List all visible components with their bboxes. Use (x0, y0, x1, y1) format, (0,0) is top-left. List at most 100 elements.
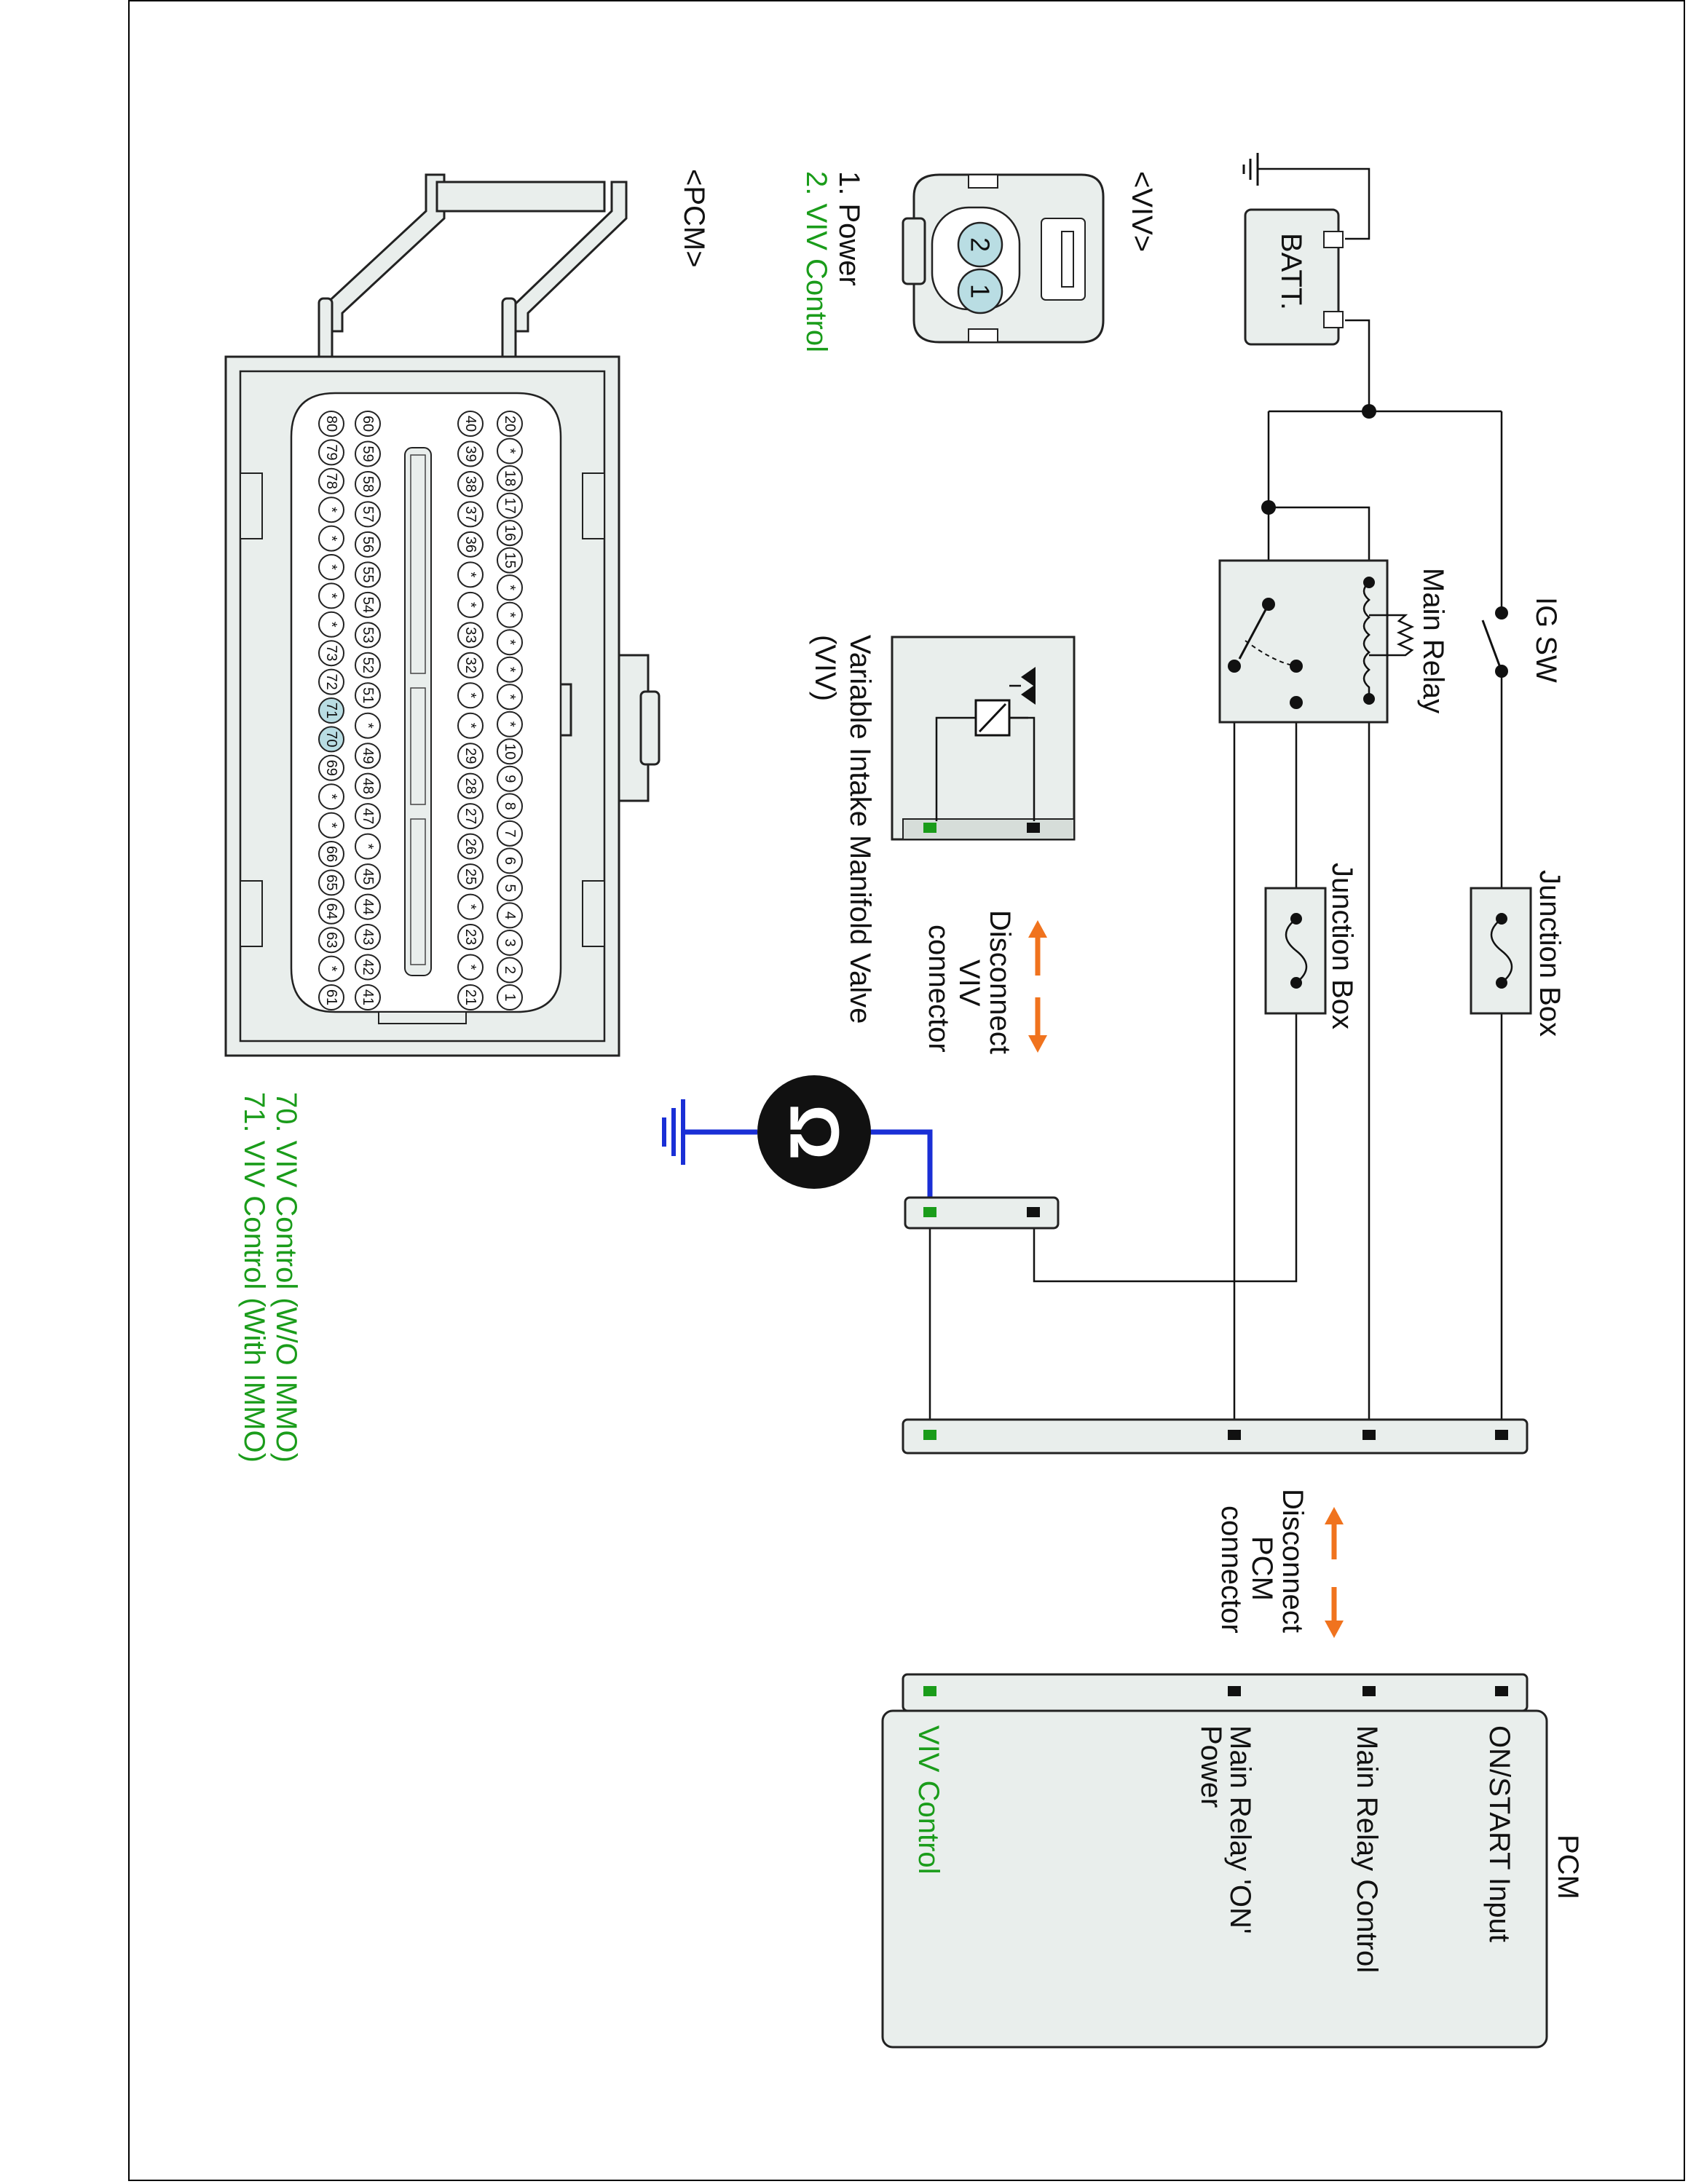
svg-text:*: * (502, 694, 518, 700)
pcm-pin-unused: * (457, 893, 484, 920)
svg-text:4: 4 (502, 911, 518, 919)
viv-pin-2-number: 2 (966, 237, 995, 252)
relay-coil-supply-wire (1269, 506, 1370, 582)
pcm-pin-29: 29 (457, 743, 484, 769)
svg-text:5: 5 (502, 884, 518, 892)
wires (683, 167, 1503, 1434)
pcm-pin-label-2: Main Relay Control (1351, 1725, 1383, 1973)
pcm-pin-unused: * (457, 682, 484, 709)
svg-text:48: 48 (360, 778, 376, 794)
disconnect-viv-label-2: VIV (953, 960, 985, 1007)
pcm-pin-39: 39 (457, 440, 484, 467)
svg-text:60: 60 (360, 416, 376, 432)
pcm-module: PCM ON/START Input Main Relay Control Ma… (881, 1673, 1584, 2049)
pcm-pin-unused: * (318, 955, 344, 982)
pcm-pin-38: 38 (457, 470, 484, 497)
ohm-symbol: Ω (776, 1104, 853, 1160)
svg-text:41: 41 (360, 989, 376, 1005)
svg-text:2: 2 (502, 966, 518, 974)
pcm-pin-78: 78 (318, 467, 344, 494)
pcm-pin-60: 60 (355, 411, 381, 437)
disconnect-viv-label-1: Disconnect (984, 910, 1016, 1054)
pcm-pin-label-3: Main Relay 'ON' (1224, 1725, 1256, 1934)
svg-text:70: 70 (323, 731, 339, 747)
pcm-pin-unused: * (457, 712, 484, 739)
svg-text:*: * (462, 965, 478, 970)
battery-junction-dot (1362, 404, 1376, 419)
pcm-pin-48: 48 (355, 772, 381, 799)
pcm-pin-unused: * (497, 684, 523, 711)
svg-text:37: 37 (462, 506, 478, 522)
pcm-pin-33: 33 (457, 622, 484, 649)
pcm-pin-79: 79 (318, 439, 344, 466)
svg-text:55: 55 (360, 566, 376, 582)
svg-text:*: * (502, 585, 518, 590)
pcm-pin-unused: * (355, 712, 381, 739)
disconnect-pcm-label-3: connector (1215, 1506, 1247, 1634)
svg-text:*: * (360, 844, 376, 850)
pcm-pin-label-4: VIV Control (912, 1725, 944, 1875)
viv-pin-1-number: 1 (966, 284, 995, 298)
svg-text:78: 78 (323, 473, 339, 489)
pcm-pin-unused: * (318, 611, 344, 638)
pcm-pin-unused: * (355, 833, 381, 860)
pcm-pin-unused: * (497, 438, 523, 464)
svg-text:*: * (502, 639, 518, 645)
pcm-pin-9: 9 (497, 765, 523, 792)
pcm-pin-69: 69 (318, 754, 344, 781)
svg-text:80: 80 (323, 416, 339, 432)
pcm-pin-65: 65 (318, 869, 344, 896)
svg-text:33: 33 (462, 627, 478, 643)
pcm-pin-unused: * (457, 591, 484, 618)
svg-text:42: 42 (360, 959, 376, 975)
pcm-pin-15: 15 (497, 547, 523, 574)
svg-text:20: 20 (502, 416, 518, 432)
pcm-pin-18: 18 (497, 465, 523, 492)
svg-text:56: 56 (360, 537, 376, 553)
disconnect-viv-label-3: connector (923, 925, 955, 1053)
pcm-pin-unused: * (318, 783, 344, 810)
pcm-pin-32: 32 (457, 652, 484, 678)
svg-text:*: * (360, 723, 376, 729)
svg-text:25: 25 (462, 869, 478, 885)
pcm-pin-61: 61 (318, 984, 344, 1010)
pcm-pin-10: 10 (497, 738, 523, 765)
pcm-pin-1: 1 (497, 984, 523, 1010)
pcm-pin-7: 7 (497, 820, 523, 847)
svg-text:10: 10 (502, 743, 518, 759)
svg-text:*: * (323, 794, 339, 799)
svg-text:17: 17 (502, 497, 518, 513)
svg-text:40: 40 (462, 416, 478, 432)
junction-box-2: Junction Box (1264, 863, 1358, 1029)
pcm-pin-25: 25 (457, 863, 484, 890)
svg-text:18: 18 (502, 470, 518, 486)
pcm-pin-unused: * (318, 582, 344, 609)
svg-text:45: 45 (360, 869, 376, 885)
svg-text:6: 6 (502, 857, 518, 865)
pcm-pin-23: 23 (457, 924, 484, 951)
viv-power-wire (1033, 1013, 1298, 1283)
pcm-pin-56: 56 (355, 531, 381, 558)
svg-text:*: * (323, 622, 339, 628)
main-relay-label: Main Relay (1417, 568, 1449, 713)
svg-text:21: 21 (462, 989, 478, 1005)
svg-text:*: * (462, 723, 478, 729)
pcm-pin-58: 58 (355, 470, 381, 497)
svg-text:26: 26 (462, 839, 478, 855)
svg-text:52: 52 (360, 657, 376, 673)
svg-text:7: 7 (502, 829, 518, 837)
battery-label: BATT. (1275, 233, 1307, 310)
svg-text:*: * (323, 823, 339, 828)
pcm-pin-36: 36 (457, 531, 484, 558)
relay-junction-dot (1261, 500, 1276, 515)
meter-ground-icon (662, 1099, 685, 1165)
svg-text:61: 61 (323, 989, 339, 1005)
pcm-pin-unused: * (318, 812, 344, 839)
pcm-pin-label-3b: Power (1195, 1725, 1227, 1808)
pcm-pin-6: 6 (497, 847, 523, 874)
viv-pin-legend-1: 1. Power (833, 171, 865, 286)
junction-box-1-label: Junction Box (1534, 870, 1566, 1037)
pcm-pin-42: 42 (355, 954, 381, 981)
pcm-pin-8: 8 (497, 793, 523, 820)
pcm-pin-57: 57 (355, 501, 381, 528)
